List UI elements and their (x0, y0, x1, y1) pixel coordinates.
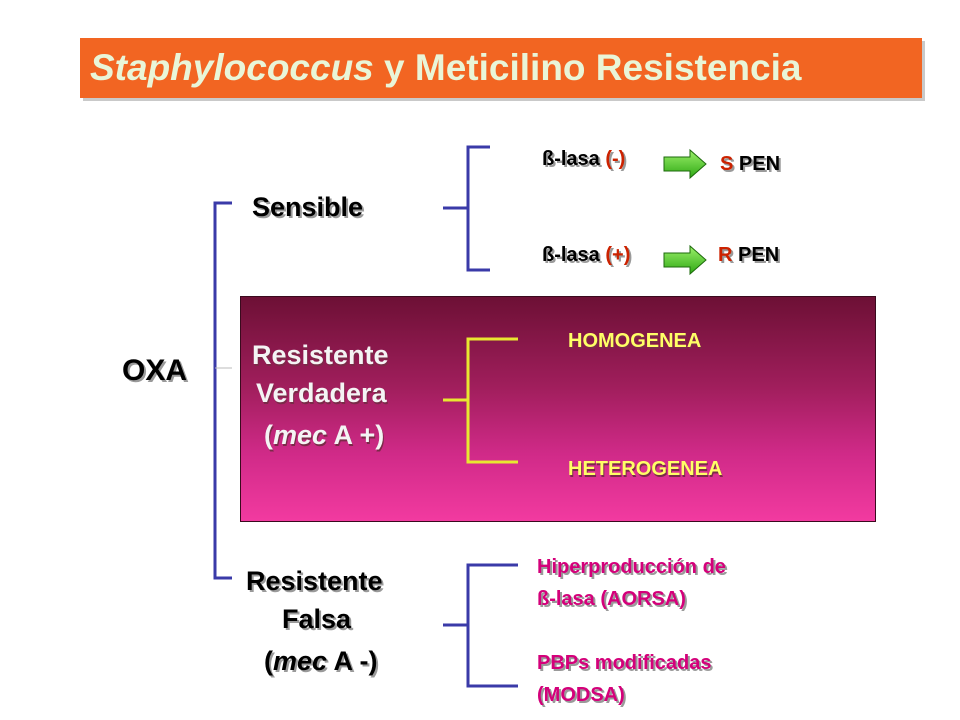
sign-negative: (-) (605, 148, 626, 170)
arrow-icon (663, 244, 707, 276)
result-letter-r: R (718, 244, 733, 266)
resistente-verdadera-panel (240, 296, 876, 522)
beta-lactamase-prefix: ß-lasa (542, 148, 606, 170)
aorsa-line2: ß-lasa (AORSA) (537, 588, 686, 610)
mec-italic: mec (273, 420, 328, 450)
homogenea-label: HOMOGENEA (568, 330, 702, 352)
beta-lactamase-negative: ß-lasa (-) (542, 148, 625, 171)
mec-rest: A +) (327, 420, 385, 450)
result-susceptible: S PEN (720, 153, 780, 176)
falsa-line3: (mec A -) (264, 646, 378, 677)
modsa-line1: PBPs modificadas (537, 652, 712, 674)
result-pen-r: PEN (732, 244, 780, 266)
verdadera-bracket (443, 337, 518, 464)
verdadera-line3: (mec A +) (264, 420, 384, 451)
beta-lactamase-positive: ß-lasa (+) (542, 244, 630, 267)
mec-italic: mec (273, 646, 328, 676)
beta-lactamase-prefix: ß-lasa (542, 244, 606, 266)
verdadera-line2: Verdadera (256, 378, 387, 408)
modsa-line2: (MODSA) (537, 684, 625, 706)
falsa-line2: Falsa (282, 604, 352, 634)
paren-open: ( (264, 646, 273, 676)
result-pen-s: PEN (733, 153, 781, 175)
result-letter-s: S (720, 153, 734, 175)
heterogenea-label: HETEROGENEA (568, 458, 723, 480)
aorsa-line1: Hiperproducción de (537, 556, 726, 578)
oxa-label: OXA (122, 354, 188, 387)
sign-positive: (+) (605, 244, 631, 266)
sensible-bracket (443, 145, 490, 272)
verdadera-line1: Resistente (252, 340, 389, 370)
falsa-line1: Resistente (246, 566, 383, 596)
title-rest: y Meticilino Resistencia (373, 47, 802, 88)
main-bracket (213, 201, 232, 580)
arrow-icon (663, 148, 707, 180)
paren-open: ( (264, 420, 273, 450)
mec-rest: A -) (327, 646, 378, 676)
title-genus: Staphylococcus (90, 47, 374, 88)
result-resistant: R PEN (718, 244, 779, 267)
title-bar (80, 38, 922, 98)
falsa-bracket (443, 563, 518, 688)
sensible-label: Sensible (252, 192, 364, 222)
page-title: Staphylococcus y Meticilino Resistencia (90, 40, 801, 96)
